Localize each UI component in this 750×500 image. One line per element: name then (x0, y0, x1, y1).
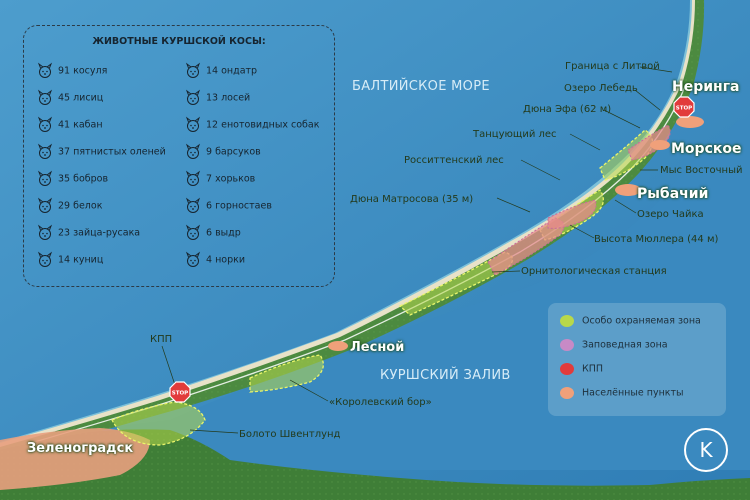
animal-row: 45 лисиц (36, 89, 103, 107)
animal-count-label: 29 белок (58, 200, 103, 212)
animal-count-label: 4 норки (206, 254, 246, 266)
town-zelenogradsk: Зеленоградск (27, 441, 134, 456)
label-dancing-forest: Танцующий лес (473, 129, 557, 140)
animal-count-label: 37 пятнистых оленей (58, 146, 166, 158)
animal-row: 23 зайца-русака (36, 224, 140, 242)
boar-icon (37, 116, 53, 132)
label-royal-forest: «Королевский бор» (329, 397, 432, 408)
animal-count-label: 91 косуля (58, 65, 108, 77)
animal-row: 41 кабан (36, 116, 103, 134)
animal-row: 9 барсуков (184, 143, 261, 161)
spotted-deer-icon (37, 143, 53, 159)
moose-icon (185, 89, 201, 105)
animal-row: 4 норки (184, 251, 245, 269)
otter-icon (185, 224, 201, 240)
label-matrosov-dune: Дюна Матросова (35 м) (350, 194, 474, 205)
stop-sign-text: STOP (172, 391, 188, 397)
legend-item: Заповедная зона (560, 339, 668, 351)
ferret-icon (185, 170, 201, 186)
animal-row: 29 белок (36, 197, 102, 215)
label-kpp: КПП (150, 334, 173, 345)
stop-sign-icon: STOP (673, 96, 695, 118)
hare-icon (37, 224, 53, 240)
animal-count-label: 14 куниц (58, 254, 104, 266)
animal-count-label: 6 горностаев (206, 200, 272, 212)
mink-icon (185, 251, 201, 267)
town-lesnoy: Лесной (350, 340, 405, 355)
town-rybachy: Рыбачий (637, 186, 709, 202)
curonian-lagoon-label: КУРШСКИЙ ЗАЛИВ (380, 368, 511, 383)
zelenogradsk-settlement (0, 428, 150, 490)
town-neringa: Неринга (672, 79, 740, 95)
animal-row: 35 бобров (36, 170, 108, 188)
legend-label: КПП (582, 363, 604, 375)
animals-title: ЖИВОТНЫЕ КУРШСКОЙ КОСЫ: (92, 36, 266, 47)
animal-count-label: 23 зайца-русака (58, 227, 141, 239)
legend-label: Особо охраняемая зона (582, 315, 701, 327)
animal-row: 12 енотовидных собак (184, 116, 319, 134)
ermine-icon (185, 197, 201, 213)
label-lake-chayka: Озеро Чайка (637, 209, 704, 220)
legend-swatch (560, 339, 574, 351)
label-lithuania-border: Граница с Литвой (565, 61, 660, 72)
raccoon-dog-icon (185, 116, 201, 132)
animal-count-label: 9 барсуков (206, 146, 261, 158)
label-lake-lebed: Озеро Лебедь (564, 83, 638, 94)
fox-icon (37, 89, 53, 105)
animal-count-label: 13 лосей (206, 92, 251, 104)
animal-row: 91 косуля (36, 62, 107, 80)
legend-item: КПП (560, 363, 603, 375)
animal-count-label: 41 кабан (58, 119, 103, 131)
animal-row: 13 лосей (184, 89, 250, 107)
animal-count-label: 45 лисиц (58, 92, 104, 104)
badger-icon (185, 143, 201, 159)
animal-row: 7 хорьков (184, 170, 255, 188)
muskrat-icon (185, 62, 201, 78)
animal-count-label: 14 ондатр (206, 65, 258, 77)
animal-row: 6 горностаев (184, 197, 272, 215)
legend-label: Заповедная зона (582, 339, 668, 351)
legend-label: Населённые пункты (582, 387, 684, 399)
marten-icon (37, 251, 53, 267)
logo-letter: K (699, 438, 713, 462)
animal-count-label: 6 выдр (206, 227, 241, 239)
legend-swatch (560, 363, 574, 375)
animal-count-label: 35 бобров (58, 173, 109, 185)
k-logo-icon: K (699, 438, 713, 462)
animal-count-label: 7 хорьков (206, 173, 256, 185)
animal-count-label: 12 енотовидных собак (206, 119, 320, 131)
reserve-zones (487, 124, 671, 276)
animal-row: 6 выдр (184, 224, 241, 242)
label-rossitten-forest: Росситтенский лес (404, 155, 504, 166)
mainland-texture (0, 429, 750, 500)
label-cape-vostochny: Мыс Восточный (660, 165, 743, 176)
label-muller-height: Высота Мюллера (44 м) (594, 234, 719, 245)
stop-sign-text: STOP (676, 106, 692, 112)
animals-panel: ЖИВОТНЫЕ КУРШСКОЙ КОСЫ: 91 косуля 45 лиси… (23, 25, 335, 287)
stop-sign-icon: STOP (169, 381, 191, 403)
animal-row: 14 куниц (36, 251, 103, 269)
spit-settlements (328, 116, 704, 351)
animal-row: 14 ондатр (184, 62, 257, 80)
legend-item: Особо охраняемая зона (560, 315, 701, 327)
beaver-icon (37, 170, 53, 186)
squirrel-icon (37, 197, 53, 213)
baltic-sea-label: БАЛТИЙСКОЕ МОРЕ (352, 79, 490, 94)
brand-logo: K (684, 428, 728, 472)
legend-item: Населённые пункты (560, 387, 684, 399)
town-morskoe: Морское (671, 141, 742, 157)
animal-row: 37 пятнистых оленей (36, 143, 166, 161)
label-shventlund-bog: Болото Швентлунд (239, 429, 341, 440)
legend-swatch (560, 315, 574, 327)
label-ornithological-station: Орнитологическая станция (521, 266, 667, 277)
roe-deer-icon (37, 62, 53, 78)
label-dune-efa: Дюна Эфа (62 м) (523, 104, 612, 115)
legend-swatch (560, 387, 574, 399)
